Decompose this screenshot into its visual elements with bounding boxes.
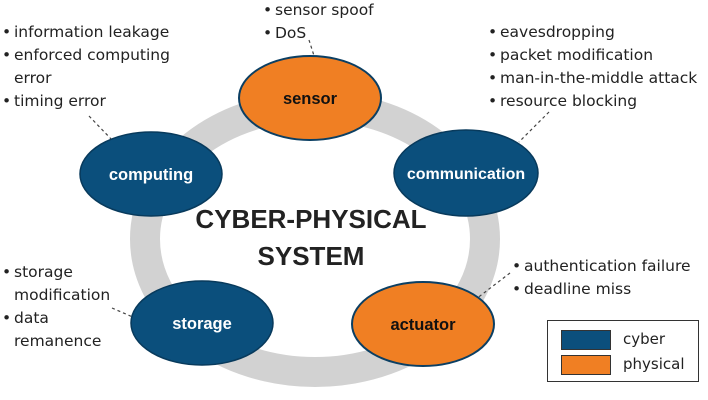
threat-text: timing error <box>14 92 106 110</box>
threat-item: •eavesdropping <box>488 21 697 44</box>
threat-item: •sensor spoof <box>263 0 374 22</box>
node-computing-shape <box>79 131 223 217</box>
bullet-icon: • <box>488 69 498 87</box>
bullet-icon: • <box>2 92 12 110</box>
threat-text: man-in-the-middle attack <box>500 69 698 87</box>
threat-text: DoS <box>275 24 307 42</box>
node-sensor: sensor <box>238 55 382 141</box>
threat-item: •resource blocking <box>488 90 697 113</box>
system-title-line-2: SYSTEM <box>258 241 365 271</box>
threat-item: •storage <box>2 261 110 284</box>
threats-communication: •eavesdropping•packet modification•man-i… <box>488 21 697 113</box>
threat-item: •man-in-the-middle attack <box>488 67 697 90</box>
node-storage-label: storage <box>172 315 232 333</box>
bullet-icon: • <box>488 23 498 41</box>
node-sensor-label: sensor <box>283 90 338 108</box>
legend-cyber-label: cyber <box>623 330 666 348</box>
bullet-icon: • <box>512 280 522 298</box>
threat-item: •authentication failure <box>512 255 691 278</box>
threat-item: •deadline miss <box>512 278 691 301</box>
node-computing-label: computing <box>109 166 193 184</box>
node-computing: computing <box>79 131 223 217</box>
bullet-icon: • <box>263 24 273 42</box>
threat-text: sensor spoof <box>275 1 374 19</box>
bullet-icon: • <box>2 23 12 41</box>
node-storage: storage <box>130 280 274 366</box>
threat-text: deadline miss <box>524 280 632 298</box>
bullet-icon: • <box>2 46 12 64</box>
threat-text: resource blocking <box>500 92 638 110</box>
threat-text: authentication failure <box>524 257 691 275</box>
bullet-icon: • <box>512 257 522 275</box>
bullet-icon: • <box>2 263 12 281</box>
leader-computing <box>88 115 114 142</box>
threat-text: data <box>14 309 49 327</box>
bullet-icon: • <box>488 46 498 64</box>
bullet-icon: • <box>263 1 273 19</box>
leader-actuator <box>475 272 511 300</box>
threat-text: enforced computing <box>14 46 170 64</box>
leader-communication <box>518 111 550 143</box>
threat-item: •information leakage <box>2 21 170 44</box>
threat-item: •DoS <box>263 22 374 45</box>
threat-text-continuation: modification <box>14 286 111 304</box>
node-actuator: actuator <box>351 281 495 367</box>
threat-item: •timing error <box>2 90 170 113</box>
bullet-icon: • <box>2 309 12 327</box>
legend-cyber-swatch <box>561 330 611 350</box>
threat-text-continuation: error <box>14 69 52 87</box>
bullet-icon: • <box>488 92 498 110</box>
threat-text: eavesdropping <box>500 23 615 41</box>
legend-physical-label: physical <box>623 355 685 373</box>
node-storage-shape <box>130 280 274 366</box>
node-actuator-label: actuator <box>390 316 456 334</box>
system-title-line-1: CYBER-PHYSICAL <box>195 204 426 234</box>
threat-item: •packet modification <box>488 44 697 67</box>
node-sensor-shape <box>238 55 382 141</box>
threat-text: packet modification <box>500 46 654 64</box>
threat-text-continuation: remanence <box>14 332 102 350</box>
node-communication-shape <box>393 129 539 217</box>
node-communication: communication <box>393 129 539 217</box>
legend: cyber physical <box>547 320 699 382</box>
threat-text: information leakage <box>14 23 170 41</box>
threat-item: •data <box>2 307 110 330</box>
threats-sensor: •sensor spoof•DoS <box>263 0 374 45</box>
node-actuator-shape <box>351 281 495 367</box>
node-communication-label: communication <box>407 166 525 183</box>
threat-item: •enforced computing <box>2 44 170 67</box>
threats-actuator: •authentication failure•deadline miss <box>512 255 691 301</box>
legend-physical-swatch <box>561 355 611 375</box>
threat-text: storage <box>14 263 73 281</box>
